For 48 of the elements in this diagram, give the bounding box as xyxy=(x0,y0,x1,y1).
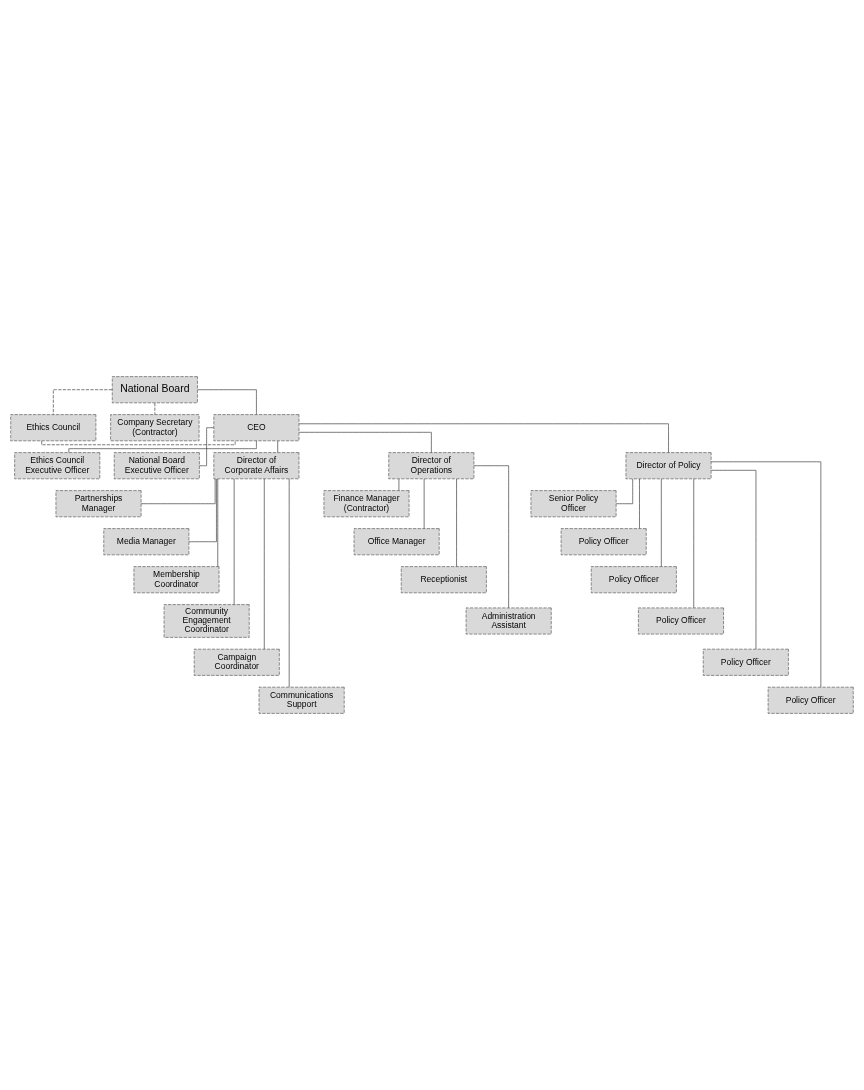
node-box: Campaign Coordinator xyxy=(193,648,280,676)
connector xyxy=(188,478,217,543)
connector xyxy=(710,461,822,688)
node-box: Policy Officer xyxy=(702,648,789,676)
connector xyxy=(398,478,400,491)
connector xyxy=(693,478,695,609)
connector xyxy=(423,478,425,529)
connector xyxy=(233,478,235,605)
node-box: Administration Assistant xyxy=(465,607,552,635)
connector xyxy=(53,389,113,415)
node-box: National Board xyxy=(111,376,198,404)
node-box: Communications Support xyxy=(258,686,345,714)
connector xyxy=(298,432,432,453)
node-box: Policy Officer xyxy=(767,686,854,714)
connector xyxy=(456,478,457,567)
node-box: Company Secretary (Contractor) xyxy=(110,414,200,442)
connector xyxy=(140,478,216,505)
node-box: Senior Policy Officer xyxy=(530,490,617,518)
connector xyxy=(199,427,215,467)
node-box: Membership Coordinator xyxy=(133,566,220,594)
connector xyxy=(68,440,257,453)
connector xyxy=(154,402,156,415)
connector xyxy=(217,478,219,567)
node-box: Office Manager xyxy=(353,528,440,556)
node-box: Policy Officer xyxy=(638,607,724,635)
node-box: Director of Operations xyxy=(388,452,475,480)
connector xyxy=(197,389,257,415)
connector xyxy=(639,478,640,529)
node-box: Policy Officer xyxy=(590,566,677,594)
node-box: Policy Officer xyxy=(560,528,647,556)
node-box: Receptionist xyxy=(400,566,487,594)
node-box: Finance Manager (Contractor) xyxy=(323,490,410,518)
node-box: Director of Corporate Affairs xyxy=(213,452,300,480)
node-box: Ethics Council Executive Officer xyxy=(14,452,101,480)
connector xyxy=(41,440,236,446)
connector xyxy=(298,423,669,453)
node-box: Media Manager xyxy=(103,528,190,556)
connector xyxy=(473,465,509,609)
node-box: Ethics Council xyxy=(10,414,97,442)
connector xyxy=(277,440,279,453)
connector xyxy=(660,478,662,567)
node-box: Director of Policy xyxy=(625,452,712,480)
connector xyxy=(710,470,757,650)
node-box: National Board Executive Officer xyxy=(113,452,200,480)
node-box: Community Engagement Coordinator xyxy=(163,604,250,638)
connector xyxy=(263,478,265,650)
node-box: Partnerships Manager xyxy=(55,490,142,518)
node-box: CEO xyxy=(213,414,300,442)
